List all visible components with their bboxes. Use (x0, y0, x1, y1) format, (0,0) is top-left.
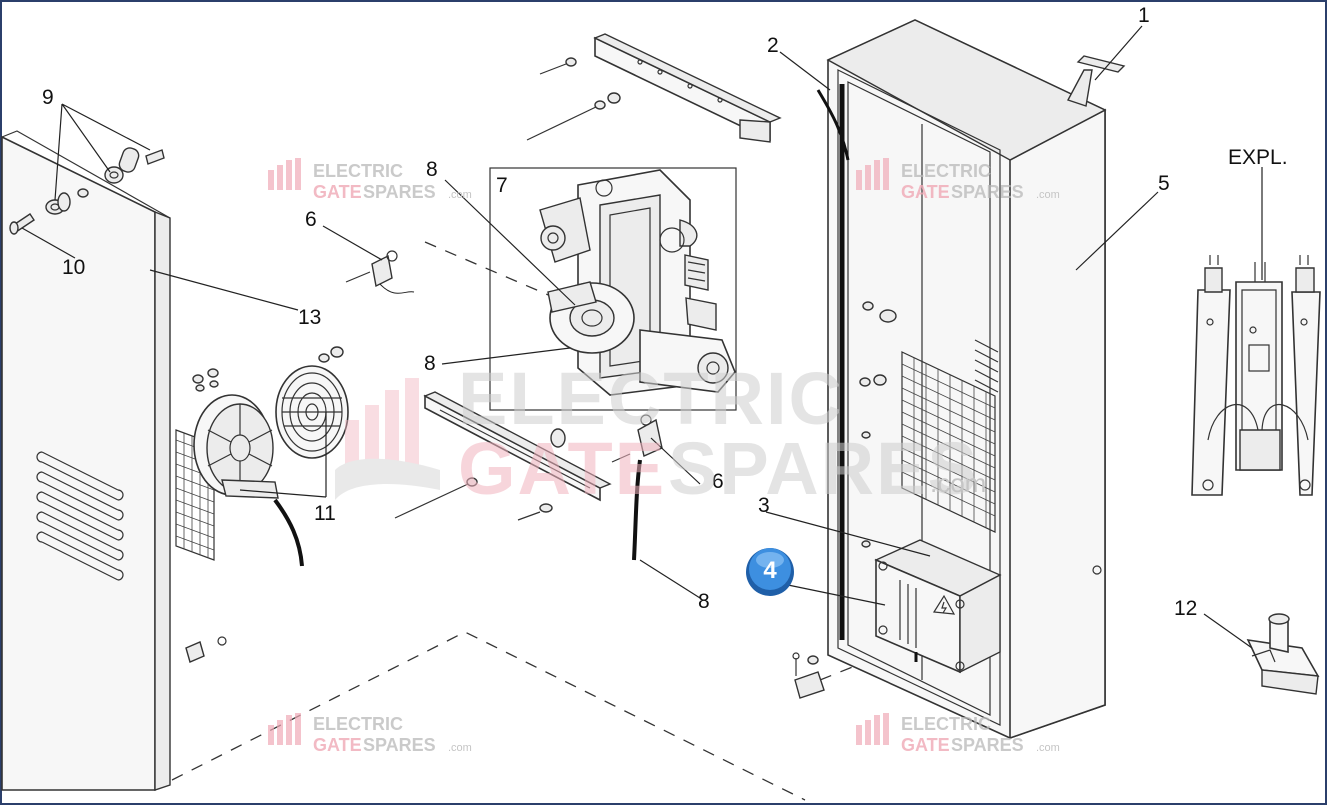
lower-mounting-rail (394, 391, 631, 521)
callout-13: 13 (298, 306, 321, 329)
cooling-fan-assembly (175, 346, 349, 567)
callout-7: 7 (496, 174, 508, 197)
gearmotor-inset-box (489, 167, 737, 411)
watermark-small-2: ELECTRIC GATE SPARES .com (856, 158, 1060, 202)
callout-1: 1 (1138, 4, 1150, 27)
watermark-small-1-gate: GATE (313, 182, 362, 202)
upper-mounting-bracket (526, 33, 782, 143)
highlight-badge-4[interactable]: 4 (746, 548, 794, 596)
watermark-electric: ELECTRIC (458, 357, 844, 440)
cabinet-vent-mesh (901, 351, 996, 533)
callout-8b: 8 (424, 352, 436, 375)
release-key-block (1246, 613, 1320, 695)
watermark-small-2-line1: ELECTRIC (901, 161, 991, 181)
watermark-spares: SPARES (668, 427, 979, 510)
watermark-small-3-com: .com (448, 742, 472, 754)
door-hinge (185, 636, 227, 663)
watermark-logo-icon (335, 378, 440, 500)
cabinet-enclosure (816, 19, 1126, 740)
callout-8c: 8 (698, 590, 710, 613)
earth-clamp (792, 652, 825, 699)
callout-labels: 1 2 3 5 6 6 7 8 8 8 9 10 11 12 13 EXPL. (42, 4, 1288, 620)
control-board-box (874, 539, 1002, 674)
watermark-small-1: ELECTRIC GATE SPARES .com (268, 158, 472, 202)
watermark-small-4-spares: SPARES (951, 735, 1024, 755)
watermark-small-2-gate: GATE (901, 182, 950, 202)
watermark-small-3-gate: GATE (313, 735, 362, 755)
watermark-small-2-com: .com (1036, 189, 1060, 201)
callout-expl: EXPL. (1228, 146, 1288, 169)
watermark-small-1-com: .com (448, 189, 472, 201)
callout-6b: 6 (712, 470, 724, 493)
watermark-gate: GATE (458, 427, 666, 510)
gearmotor-assembly (489, 167, 737, 411)
callout-11: 11 (314, 502, 336, 525)
watermark-small-4-com: .com (1036, 742, 1060, 754)
watermark-small-1-spares: SPARES (363, 182, 436, 202)
callout-2: 2 (767, 34, 779, 57)
callout-6a: 6 (305, 208, 317, 231)
watermark-small-4-line1: ELECTRIC (901, 714, 991, 734)
watermark-small-3-spares: SPARES (363, 735, 436, 755)
watermark-com: .com (930, 468, 986, 498)
callout-8a: 8 (426, 158, 438, 181)
watermark-small-3: ELECTRIC GATE SPARES .com (268, 713, 472, 755)
front-door-panel (1, 130, 227, 791)
callout-9: 9 (42, 86, 54, 109)
highlight-badge-label: 4 (763, 557, 777, 584)
exploded-detail-connectors (1191, 255, 1321, 496)
leader-lines (21, 25, 1263, 649)
callout-3: 3 (758, 494, 770, 517)
limit-sensor-left (345, 250, 415, 294)
watermark-small-2-spares: SPARES (951, 182, 1024, 202)
watermark-small-1-line1: ELECTRIC (313, 161, 403, 181)
callout-12: 12 (1174, 597, 1197, 620)
watermark-center: ELECTRIC GATE SPARES .com (335, 357, 986, 510)
door-vent-louvres (36, 451, 124, 581)
watermark-small-4-gate: GATE (901, 735, 950, 755)
callout-10: 10 (62, 256, 85, 279)
watermark-small-4: ELECTRIC GATE SPARES .com (856, 713, 1060, 755)
watermark-small-3-line1: ELECTRIC (313, 714, 403, 734)
callout-5: 5 (1158, 172, 1170, 195)
